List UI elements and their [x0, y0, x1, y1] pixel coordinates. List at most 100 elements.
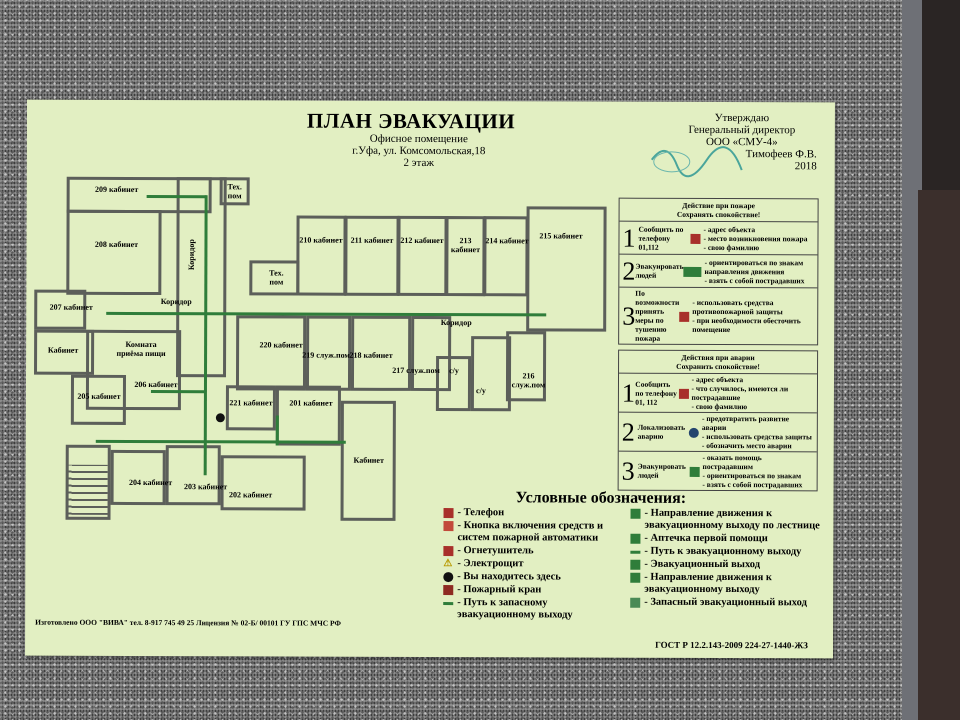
step-number: 3: [621, 456, 635, 486]
room-label: Тех. пом: [227, 182, 242, 201]
room-label: 210 кабинет: [299, 235, 343, 245]
step-action: Эвакуировать людей: [635, 261, 684, 280]
you-are-here-icon: [443, 572, 454, 583]
plan-subtitle: Офисное помещение г.Уфа, ул. Комсомольск…: [319, 133, 519, 170]
step-number: 2: [622, 256, 636, 286]
evacuation-path-icon: [630, 550, 641, 554]
signature-stamp: [650, 146, 743, 178]
room-label: Тех. пом: [269, 268, 284, 287]
room-label: 209 кабинет: [95, 184, 139, 194]
room-label: с/у: [449, 366, 459, 376]
legend-item: - Запасный эвакуационный выход: [644, 596, 807, 609]
legend-item: - Кнопка включения средств и систем пожа…: [457, 520, 604, 544]
step-item: - обозначить место аварии: [701, 440, 792, 451]
room-label: 205 кабинет: [77, 391, 121, 401]
gost-standard: ГОСТ Р 12.2.143-2009 224-27-1440-ЖЗ: [655, 639, 808, 651]
approval-line: Генеральный директор: [688, 123, 796, 137]
reserve-exit-icon: [630, 597, 641, 608]
box-header: Сохранять спокойствие!: [676, 209, 761, 220]
legend-item: - Путь к эвакуационному выходу: [644, 545, 802, 558]
box-header: Сохранить спокойствие!: [676, 361, 760, 372]
room-label: с/у: [476, 386, 486, 396]
step-item: - взять с собой пострадавших: [702, 479, 803, 490]
room-label: 213 кабинет: [450, 236, 481, 255]
room-label: 221 кабинет: [229, 398, 273, 408]
step-item: - адрес объекта: [691, 374, 744, 385]
room-label: 220 кабинет: [259, 340, 303, 350]
room-label: 204 кабинет: [129, 477, 173, 488]
approval-line: Утверждаю: [714, 111, 770, 125]
legend-item: - Путь к запасному эвакуационному выходу: [457, 597, 573, 621]
extinguisher-icon: [443, 546, 454, 557]
step-item: - что случилось, имеются ли пострадавшие: [691, 383, 789, 403]
door: [918, 190, 960, 720]
room-label: Кабинет: [47, 345, 79, 355]
step-number: 2: [621, 417, 635, 447]
room-label: 212 кабинет: [400, 235, 444, 246]
step-item: - свою фамилию: [703, 242, 760, 252]
step-action: Эвакуировать людей: [637, 461, 686, 480]
electrical-panel-icon: ⚠: [443, 558, 453, 570]
room-label: Комната приёма пищи: [116, 339, 166, 359]
room-label: 206 кабинет: [134, 379, 178, 390]
step-item: - использовать средства защиты: [701, 431, 812, 442]
floor-plan: 209 кабинет 208 кабинет Тех. пом Тех. по…: [27, 100, 835, 521]
phone-icon: [678, 388, 689, 399]
step-item: - ориентироваться по знакам направления …: [704, 257, 804, 276]
manufacturer-info: Изготовлено ООО "ВИВА" тел. 8-917 745 49…: [35, 617, 341, 628]
legend-left: - Телефон - Кнопка включения средств и с…: [443, 507, 628, 623]
room-label: 208 кабинет: [94, 239, 139, 249]
stairs-direction-icon: [630, 508, 641, 519]
step-item: - адрес объекта: [703, 224, 756, 234]
phone-icon: [443, 508, 454, 519]
approval-block: Утверждаю Генеральный директор ООО «СМУ-…: [650, 111, 817, 178]
exit-icon: [630, 559, 641, 570]
step-item: - при необходимости обесточить помещение: [692, 315, 801, 335]
room-label: 216 служ.пом: [511, 371, 546, 390]
room-label: 218 кабинет: [349, 350, 393, 360]
step-action: Локализовать аварию: [637, 422, 686, 441]
first-aid-icon: [630, 533, 641, 544]
legend-right: - Направление движения к эвакуационному …: [630, 508, 830, 611]
reserve-path-icon: [443, 602, 454, 606]
extinguisher-icon: [679, 311, 690, 322]
legend-item: - Аптечка первой помощи: [644, 532, 768, 545]
room-label: 217 служ.пом: [392, 365, 440, 376]
fire-hydrant-icon: [443, 585, 454, 596]
legend-item: - Электрощит: [457, 558, 524, 570]
window-frame: [902, 0, 922, 720]
subtitle-line: г.Уфа, ул. Комсомольская,18: [352, 144, 486, 158]
step-item: - предотвратить развитие аварии: [701, 413, 790, 433]
exit-sign-icon: [683, 266, 702, 277]
legend-item: - Огнетушитель: [457, 545, 534, 557]
legend-item: - Вы находитесь здесь: [457, 571, 561, 583]
room-label: 219 служ.пом: [302, 350, 350, 360]
first-aid-icon: [689, 466, 700, 477]
legend-item: - Телефон: [457, 507, 505, 519]
step-item: - использовать средства противопожарной …: [692, 297, 783, 317]
plan-title: ПЛАН ЭВАКУАЦИИ: [306, 108, 516, 134]
subtitle-line: Офисное помещение: [369, 132, 468, 146]
evacuation-plan-sign: ПЛАН ЭВАКУАЦИИ Офисное помещение г.Уфа, …: [25, 99, 835, 659]
step-item: - оказать помощь пострадавшим: [702, 452, 762, 472]
legend-item: - Направление движения к эвакуационному …: [644, 507, 820, 532]
step-action: По возможности принять меры по тушению п…: [635, 288, 680, 343]
room-label: Кабинет: [353, 455, 384, 465]
step-item: - ориентироваться по знакам: [702, 470, 802, 481]
room-label: 207 кабинет: [49, 302, 93, 312]
legend-item: - Пожарный кран: [457, 584, 542, 596]
step-number: 3: [622, 301, 636, 331]
fire-alarm-button-icon: [443, 521, 454, 532]
info-icon: [688, 427, 699, 438]
room-label: 211 кабинет: [350, 235, 394, 245]
room-label: 202 кабинет: [228, 490, 273, 500]
legend-item: - Направление движения к эвакуационному …: [644, 571, 772, 596]
phone-icon: [690, 233, 701, 244]
step-action: Сообщить по телефону 01,112: [638, 224, 684, 252]
exit-direction-icon: [630, 572, 641, 583]
step-action: Сообщить по телефону 01, 112: [635, 379, 677, 407]
legend-title: Условные обозначения:: [515, 489, 687, 507]
room-label: 203 кабинет: [184, 482, 228, 492]
